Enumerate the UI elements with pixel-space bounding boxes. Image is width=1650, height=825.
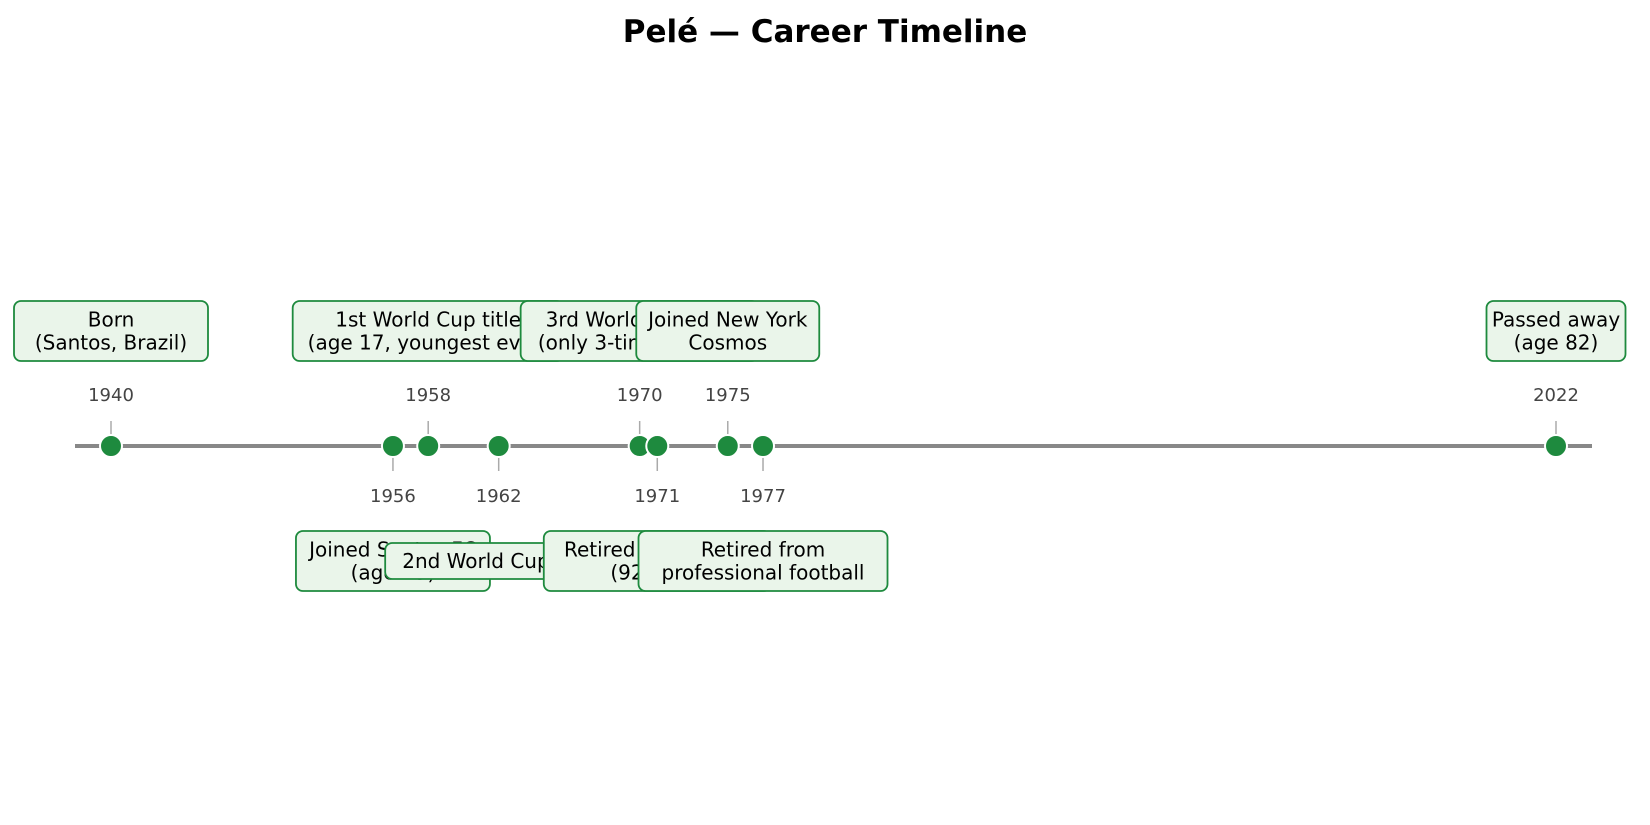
event-box: [635, 300, 821, 362]
year-label: 1958: [405, 385, 451, 406]
event-markers: 1940 1956 1958 1962 1970 1971 1975 1977 2022: [88, 385, 1579, 507]
event-labels: Born(Santos, Brazil)Joined Santos FC(age…: [13, 300, 1627, 592]
event-label-line: Retired from: [701, 538, 825, 562]
year-label: 1971: [634, 486, 680, 507]
chart-title: Pelé — Career Timeline: [622, 14, 1028, 50]
event-label-line: (age 82): [1514, 331, 1599, 355]
event-label-line: Passed away: [1492, 308, 1620, 332]
event-label-line: 1st World Cup title: [335, 308, 521, 332]
event-label-line: Joined New York: [646, 308, 808, 332]
event-label-line: (age 17, youngest ever): [308, 331, 549, 355]
event-marker: [715, 434, 740, 458]
event-label-line: (Santos, Brazil): [35, 331, 187, 355]
year-label: 1970: [617, 385, 663, 406]
year-label: 1956: [370, 486, 416, 507]
event-marker: [645, 434, 670, 458]
year-label: 1940: [88, 385, 134, 406]
event-label-box: Born(Santos, Brazil): [13, 300, 209, 362]
event-label-box: 1st World Cup title(age 17, youngest eve…: [291, 300, 565, 362]
event-label-line: professional football: [662, 561, 865, 585]
year-label: 1975: [705, 385, 751, 406]
year-label: 1977: [740, 486, 786, 507]
event-box: [637, 530, 889, 592]
year-label: 2022: [1533, 385, 1579, 406]
event-label-box: Passed away(age 82): [1485, 300, 1627, 362]
year-label: 1962: [476, 486, 522, 507]
event-box: [1485, 300, 1627, 362]
event-label-line: Cosmos: [688, 331, 767, 355]
event-label-line: Born: [88, 308, 135, 332]
event-box: [13, 300, 209, 362]
event-marker: [751, 434, 776, 458]
event-marker: [416, 434, 441, 458]
event-marker: [99, 434, 123, 458]
event-marker: [380, 434, 405, 458]
event-marker: [1544, 434, 1568, 458]
event-marker: [486, 434, 511, 458]
